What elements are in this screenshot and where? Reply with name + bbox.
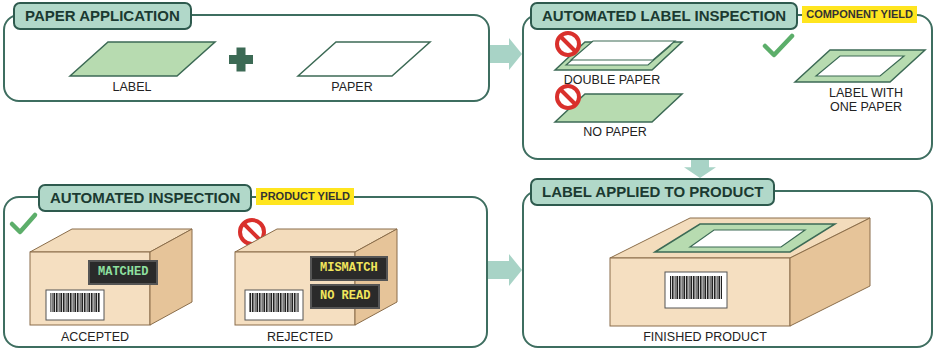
item-caption: FINISHED PRODUCT <box>643 330 767 344</box>
barcode <box>665 272 727 308</box>
item-caption: LABEL <box>113 80 152 94</box>
scanner-display: MATCHED <box>88 260 158 285</box>
paper-sheet <box>816 56 904 76</box>
scanner-display: NO READ <box>310 284 380 309</box>
prohibited-sign <box>557 33 579 55</box>
scanner-display: MISMATCH <box>310 256 388 281</box>
panel-border <box>522 190 933 348</box>
panel-heading: AUTOMATED INSPECTION <box>38 184 252 212</box>
flow-arrow <box>490 38 522 70</box>
status-text: MISMATCH <box>320 261 378 276</box>
carton-box <box>235 229 397 325</box>
label-sheet <box>70 42 215 76</box>
caption-wrap: LABEL WITH ONE PAPER <box>824 86 908 114</box>
stage-panel: PAPER APPLICATION <box>3 2 490 102</box>
barcode <box>245 290 303 320</box>
paper-sheet <box>690 230 805 247</box>
panel-heading: AUTOMATED LABEL INSPECTION <box>530 2 798 30</box>
check-mark <box>12 215 35 232</box>
stage-panel: AUTOMATED INSPECTION PRODUCT YIELD MATCHED… <box>3 184 488 348</box>
yield-tag: COMPONENT YIELD <box>802 6 917 23</box>
carton-box <box>30 229 192 325</box>
panel-heading: PAPER APPLICATION <box>13 2 192 30</box>
item-caption: LABEL WITH ONE PAPER <box>824 86 908 114</box>
yield-label: COMPONENT YIELD <box>806 8 913 21</box>
panel-heading: LABEL APPLIED TO PRODUCT <box>530 178 775 206</box>
item-caption: PAPER <box>331 80 372 94</box>
yield-label: PRODUCT YIELD <box>260 190 350 203</box>
caption-wrap: NO PAPER <box>583 125 647 139</box>
item-caption: ACCEPTED <box>61 330 129 344</box>
item-caption: DOUBLE PAPER <box>564 73 660 87</box>
panel-border <box>3 196 488 348</box>
stage-panel: LABEL APPLIED TO PRODUCT <box>522 178 933 348</box>
caption-wrap: FINISHED PRODUCT <box>643 330 767 344</box>
status-text: MATCHED <box>98 265 148 280</box>
carton-box <box>610 218 870 326</box>
paper-sheet <box>298 42 430 76</box>
paper-sheet <box>571 41 675 60</box>
status-text: NO READ <box>320 289 370 304</box>
item-caption: REJECTED <box>267 330 333 344</box>
check-mark <box>765 36 792 55</box>
flow-arrow <box>684 160 716 178</box>
caption-wrap: PAPER <box>331 80 372 94</box>
flow-arrow <box>488 254 522 286</box>
caption-wrap: REJECTED <box>267 330 333 344</box>
yield-tag: PRODUCT YIELD <box>256 188 354 205</box>
barcode <box>46 290 104 320</box>
caption-wrap: ACCEPTED <box>61 330 129 344</box>
plus-sign <box>237 48 246 72</box>
label-sheet <box>795 50 925 82</box>
caption-wrap: LABEL <box>113 80 152 94</box>
caption-wrap: DOUBLE PAPER <box>564 73 660 87</box>
label-sheet <box>655 224 835 252</box>
item-caption: NO PAPER <box>583 125 647 139</box>
prohibited-sign <box>557 86 579 108</box>
